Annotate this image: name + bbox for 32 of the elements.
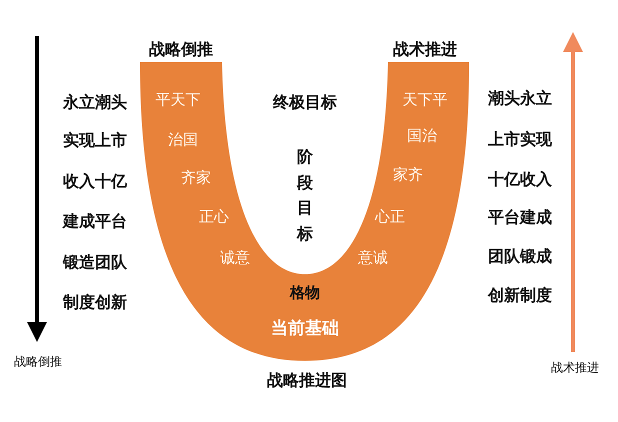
band-text: 平天下 xyxy=(156,90,200,110)
goal-text: 创新制度 xyxy=(488,286,552,306)
goal-text: 十亿收入 xyxy=(488,170,552,190)
goal-text: 潮头永立 xyxy=(488,88,552,110)
band-text: 齐家 xyxy=(181,168,211,188)
band-text: 正心 xyxy=(199,208,229,226)
goal-text: 锻造团队 xyxy=(63,252,127,274)
column-heading: 战术推进 xyxy=(393,40,457,60)
goal-heading: 阶段目标 xyxy=(297,146,313,245)
goal-heading: 终极目标 xyxy=(273,92,337,114)
arrow-caption: 战略倒推 xyxy=(14,354,62,370)
band-text: 当前基础 xyxy=(271,318,339,340)
band-text: 心正 xyxy=(375,208,405,226)
band-text: 诚意 xyxy=(220,248,250,268)
column-heading: 战略倒推 xyxy=(149,40,213,60)
band-text: 格物 xyxy=(290,284,320,302)
goal-text: 团队锻成 xyxy=(488,246,552,268)
goal-text: 制度创新 xyxy=(63,292,127,314)
band-text: 国治 xyxy=(407,126,437,146)
band-text: 天下平 xyxy=(402,90,448,110)
band-text: 治国 xyxy=(168,130,198,150)
u-shaped-band xyxy=(140,62,470,362)
goal-text: 收入十亿 xyxy=(63,172,127,192)
goal-text: 永立潮头 xyxy=(63,92,127,114)
goal-text: 实现上市 xyxy=(63,130,127,152)
goal-text: 建成平台 xyxy=(63,212,127,232)
goal-text: 平台建成 xyxy=(488,208,552,228)
band-text: 家齐 xyxy=(393,166,423,184)
caption: 战略推进图 xyxy=(267,370,347,392)
arrow-caption: 战术推进 xyxy=(551,360,599,376)
goal-text: 上市实现 xyxy=(488,130,552,150)
band-text: 意诚 xyxy=(358,248,388,268)
